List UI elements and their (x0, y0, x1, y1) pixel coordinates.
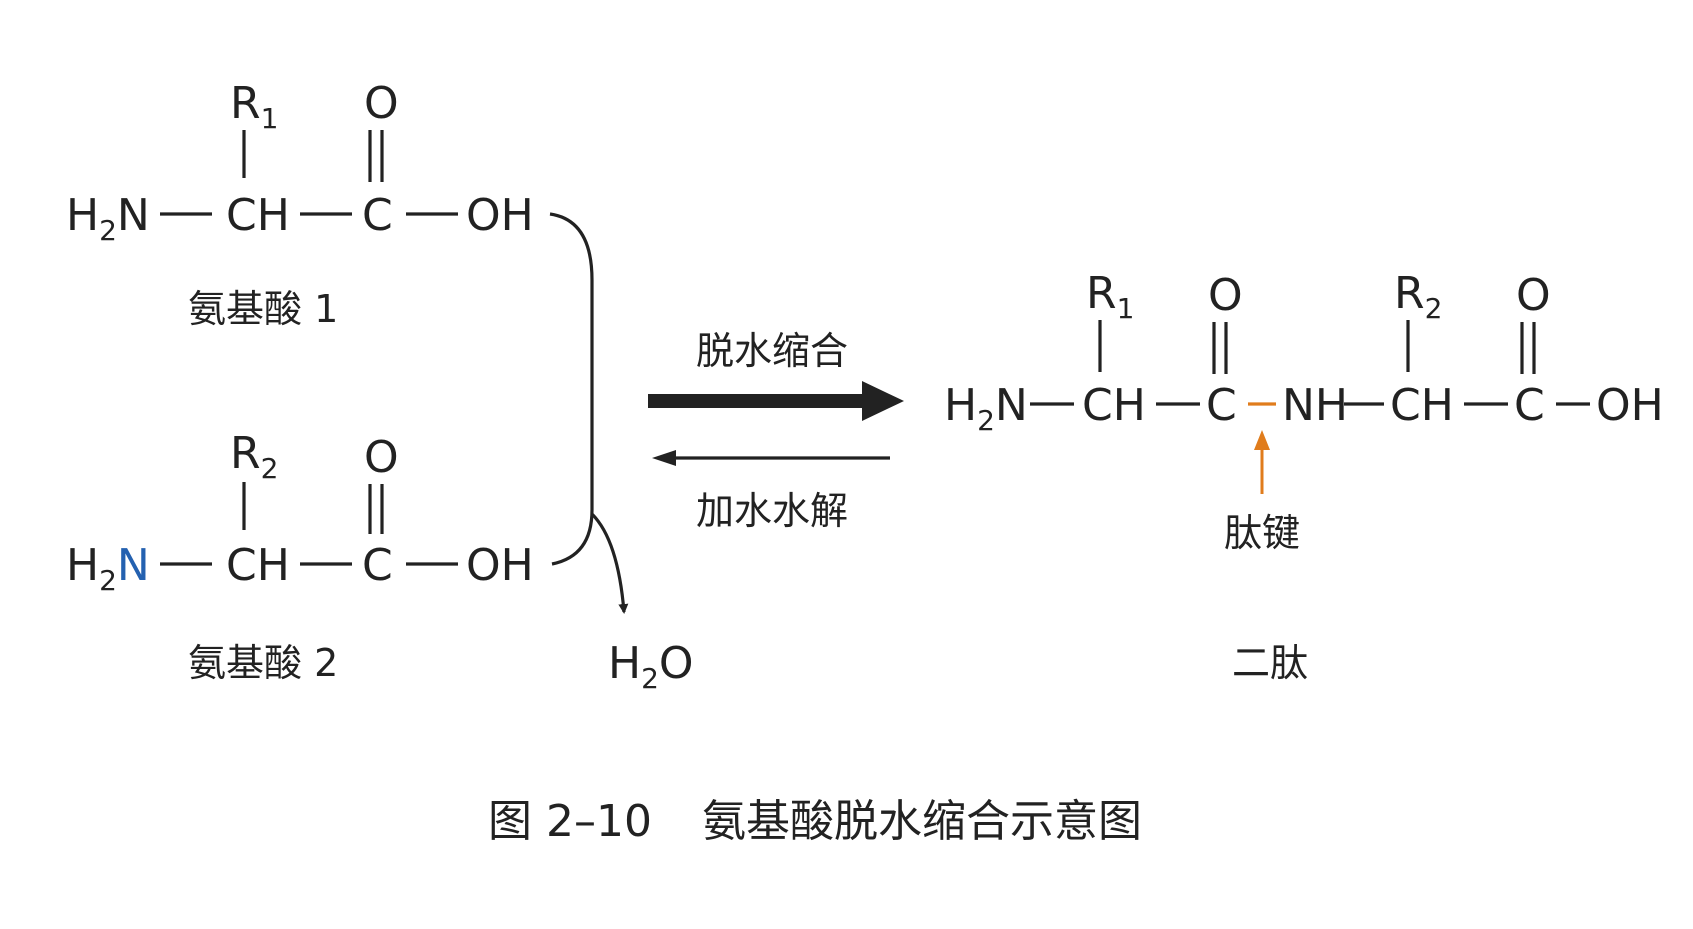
dipeptide-oxygen-2: O (1516, 270, 1551, 321)
dipeptide-structure: R1 O R2 O H2N CH C NH CH C OH 肽键 二肽 (944, 268, 1664, 685)
dipeptide-r2: R2 (1394, 268, 1442, 325)
forward-reaction-label: 脱水缩合 (696, 329, 848, 373)
peptide-bond-arrow-head (1254, 430, 1270, 450)
amino-acid-2-label: 氨基酸 2 (188, 641, 338, 685)
hydroxyl-2: OH (466, 540, 534, 591)
forward-arrow-shaft (648, 394, 866, 408)
reaction-arrows: 脱水缩合 加水水解 (648, 329, 904, 533)
carbonyl-oxygen-1: O (364, 78, 399, 129)
figure-number: 图 2–10 (488, 796, 652, 847)
alpha-carbon-2: CH (226, 540, 290, 591)
r1-group: R1 (230, 78, 278, 135)
dipeptide-amino-group: H2N (944, 380, 1028, 437)
dipeptide-carboxyl-carbon: C (1514, 380, 1545, 431)
hydroxyl-1: OH (466, 190, 534, 241)
dipeptide-r1: R1 (1086, 268, 1134, 325)
dipeptide-hydroxyl: OH (1596, 380, 1664, 431)
peptide-bond-label: 肽键 (1224, 511, 1300, 555)
r2-group: R2 (230, 428, 278, 485)
forward-arrow-head (862, 381, 904, 421)
peptide-carbon: C (1206, 380, 1237, 431)
water-removal-bracket (549, 212, 594, 566)
dipeptide-label: 二肽 (1232, 641, 1308, 685)
amino-group-2: H2N (66, 540, 150, 597)
carboxyl-carbon-1: C (362, 190, 393, 241)
reverse-arrow-head (652, 450, 676, 466)
peptide-nitrogen: NH (1282, 380, 1348, 431)
carboxyl-carbon-2: C (362, 540, 393, 591)
amino-acid-2-structure: R2 O H2N CH C OH 氨基酸 2 (66, 428, 534, 685)
water-release-arrow (590, 512, 629, 614)
dipeptide-alpha-carbon-2: CH (1390, 380, 1454, 431)
dipeptide-alpha-carbon-1: CH (1082, 380, 1146, 431)
reverse-reaction-label: 加水水解 (696, 489, 848, 533)
amino-acid-1-structure: R1 O H2N CH C OH 氨基酸 1 (66, 78, 534, 331)
dipeptide-oxygen-1: O (1208, 270, 1243, 321)
figure-title: 氨基酸脱水缩合示意图 (702, 796, 1142, 847)
alpha-carbon-1: CH (226, 190, 290, 241)
figure-caption: 图 2–10 氨基酸脱水缩合示意图 (488, 796, 1142, 847)
water-molecule: H2O (608, 638, 694, 695)
amino-acid-1-label: 氨基酸 1 (188, 287, 338, 331)
amino-group-1: H2N (66, 190, 150, 247)
carbonyl-oxygen-2: O (364, 432, 399, 483)
